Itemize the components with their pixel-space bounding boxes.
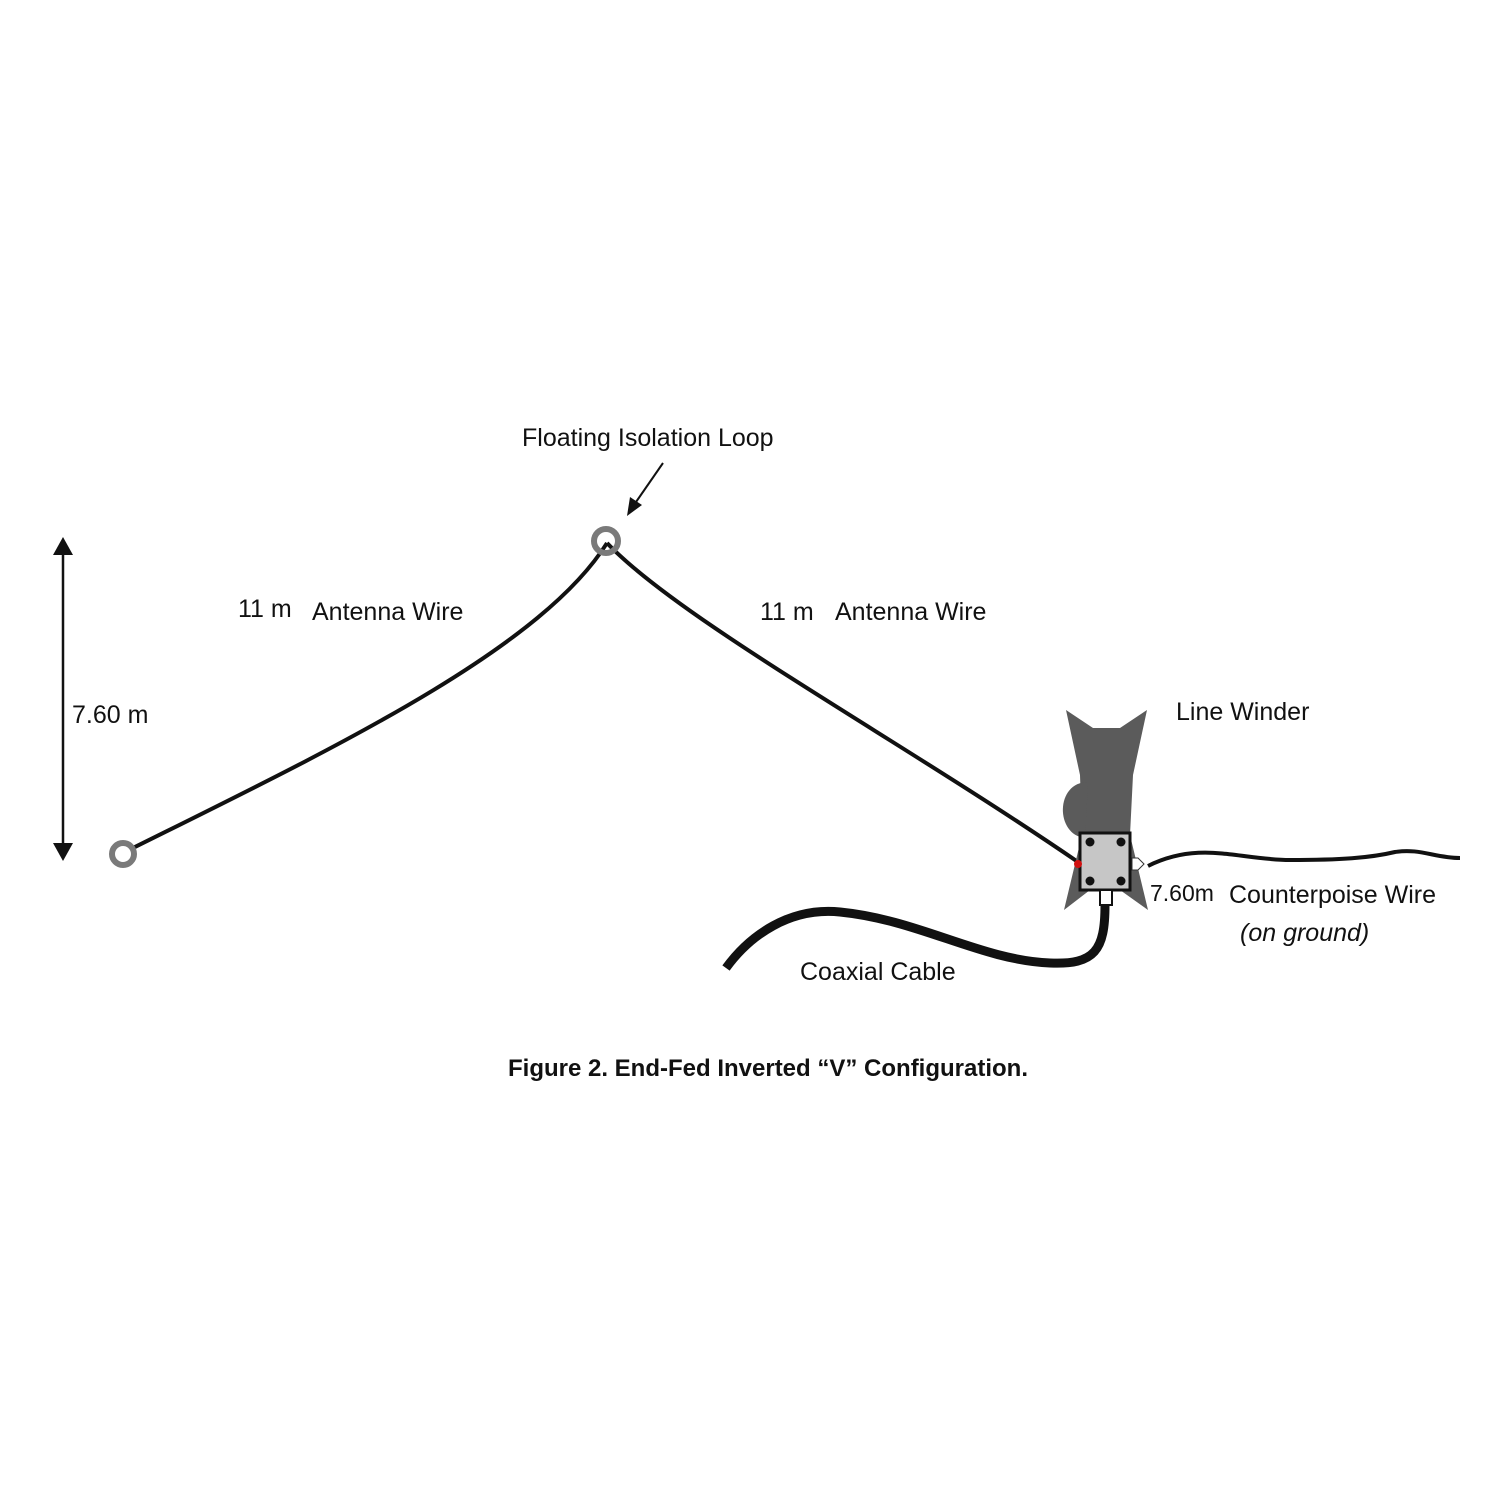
pointer-arrow xyxy=(627,462,664,516)
counterpoise-length-label: 7.60m xyxy=(1150,880,1214,906)
figure-caption: Figure 2. End-Fed Inverted “V” Configura… xyxy=(508,1055,1028,1082)
left-length-label: 11 m xyxy=(238,595,292,623)
left-wire-label: Antenna Wire xyxy=(312,598,463,626)
right-wire-label: Antenna Wire xyxy=(835,598,986,626)
height-label: 7.60 m xyxy=(72,701,148,729)
line-winder-label: Line Winder xyxy=(1176,698,1309,726)
counterpoise-label: Counterpoise Wire xyxy=(1229,881,1436,909)
counterpoise-wire xyxy=(1147,849,1461,868)
counterpoise-terminal xyxy=(1131,857,1145,871)
floating-loop-label: Floating Isolation Loop xyxy=(522,424,774,452)
floating-isolation-loop-ring xyxy=(591,526,621,556)
feed-point-dot xyxy=(1074,860,1082,868)
right-antenna-wire xyxy=(605,541,1080,864)
left-antenna-wire xyxy=(132,541,609,850)
coax-connector xyxy=(1099,889,1113,906)
line-winder xyxy=(1062,710,1148,910)
height-dimension-arrow xyxy=(53,537,73,861)
coaxial-cable xyxy=(722,904,1110,971)
end-insulator-ring xyxy=(109,840,137,868)
coax-label: Coaxial Cable xyxy=(800,958,956,986)
right-length-label: 11 m xyxy=(760,598,814,626)
counterpoise-note: (on ground) xyxy=(1240,919,1369,947)
